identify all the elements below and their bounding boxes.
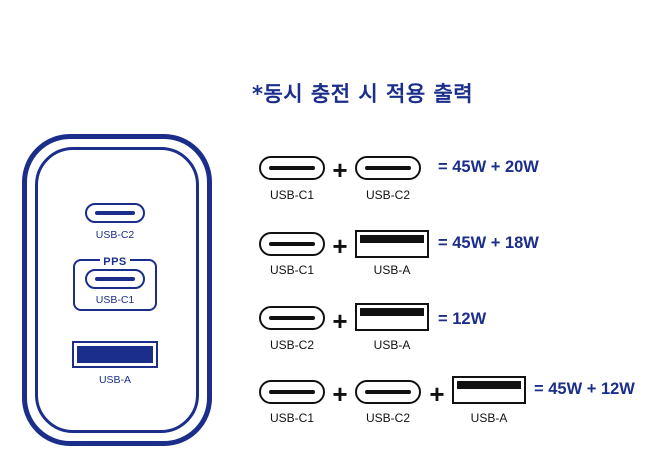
usb-c2-port-label: USB-C2 (95, 229, 135, 241)
plus-sign: + (332, 231, 348, 261)
combo-port-label: USB-A (470, 411, 508, 425)
usb-c1-port-icon (85, 269, 145, 289)
usb-c1-port-label: USB-C1 (95, 294, 135, 306)
usb-c-port-icon (355, 380, 421, 404)
combo-port-label: USB-A (373, 263, 411, 277)
plus-sign: + (429, 379, 445, 409)
combo-port-label: USB-C1 (269, 263, 314, 277)
combo-result: = 45W + 20W (438, 158, 539, 176)
usb-c-port-icon (259, 306, 325, 330)
combo-port-label: USB-A (373, 338, 411, 352)
plus-sign: + (332, 155, 348, 185)
combo-result: = 45W + 18W (438, 234, 539, 252)
usb-a-port-label: USB-A (98, 374, 132, 386)
usb-a-port-icon (452, 376, 526, 404)
combo-port-label: USB-C2 (365, 411, 410, 425)
pps-label: PPS (73, 252, 157, 270)
combo-port-label: USB-C2 (365, 188, 410, 202)
combo-port-label: USB-C1 (269, 188, 314, 202)
usb-c-port-icon (259, 232, 325, 256)
usb-c-port-icon (259, 156, 325, 180)
usb-a-port-icon (355, 303, 429, 331)
combo-result: = 12W (438, 310, 487, 328)
charger-outline (22, 134, 212, 446)
plus-sign: + (332, 306, 348, 336)
usb-c-port-icon (259, 380, 325, 404)
combo-port-label: USB-C2 (269, 338, 314, 352)
page-title: *동시 충전 시 적용 출력 (252, 82, 474, 106)
plus-sign: + (332, 379, 348, 409)
usb-a-port-icon (72, 341, 158, 368)
combo-result: = 45W + 12W (534, 380, 635, 398)
charger-inner-outline (35, 147, 199, 433)
usb-a-port-icon (355, 230, 429, 258)
combo-port-label: USB-C1 (269, 411, 314, 425)
usb-c2-port-icon (85, 203, 145, 223)
usb-c-port-icon (355, 156, 421, 180)
